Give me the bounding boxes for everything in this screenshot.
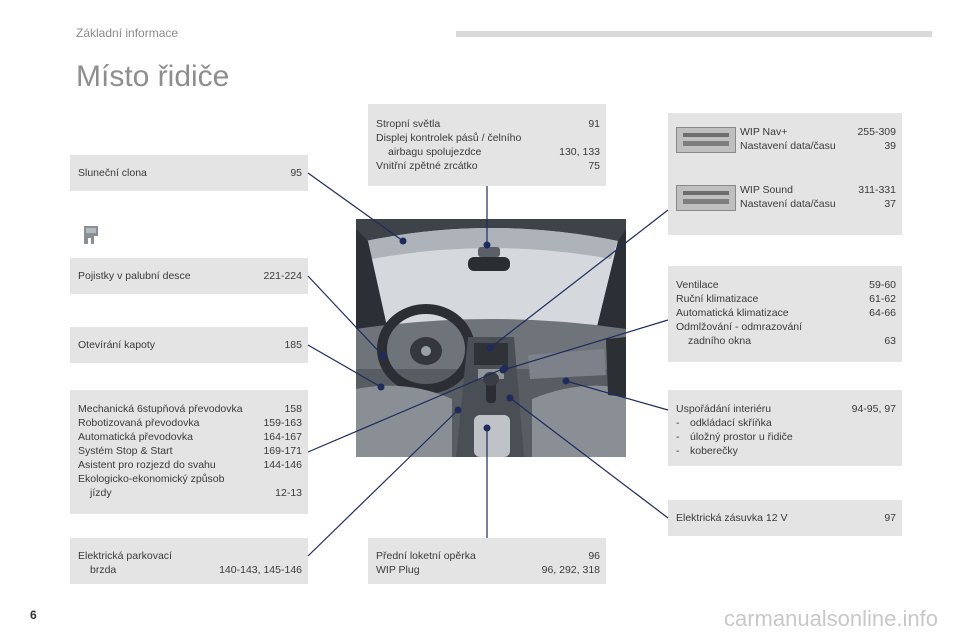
- fuses-label: Pojistky v palubní desce: [78, 270, 191, 282]
- page-number: 6: [30, 608, 37, 622]
- ceiling-label: Displej kontrolek pásů / čelního: [376, 132, 522, 144]
- gearbox-label: Automatická převodovka: [78, 431, 193, 443]
- gearbox-page: 144-146: [263, 459, 302, 471]
- sound-page: 37: [884, 198, 896, 210]
- fuses-page: 221-224: [263, 270, 302, 282]
- ceiling-label: airbagu spolujezdce: [388, 146, 482, 158]
- bonnet-label: Otevírání kapoty: [78, 339, 156, 351]
- gearbox-label: Mechanická 6stupňová převodovka: [78, 403, 243, 415]
- gearbox-page: 12-13: [275, 487, 302, 499]
- sound-label: WIP Sound: [740, 184, 793, 196]
- ceiling-label: Vnitřní zpětné zrcátko: [376, 160, 478, 172]
- sun-visor-page: 95: [290, 167, 302, 179]
- ventilation-label: Odmlžování - odmrazování: [676, 321, 803, 333]
- armrest-box: Přední loketní opěrka 96 WIP Plug 96, 292,…: [368, 538, 606, 584]
- dashboard-photo: [356, 219, 626, 457]
- ventilation-label: Ventilace: [676, 279, 719, 291]
- sound-page: 311-331: [858, 184, 896, 196]
- interior-label: Uspořádání interiéru: [676, 403, 772, 415]
- gearbox-label: Robotizovaná převodovka: [78, 417, 200, 429]
- interior-item: odkládací skříňka: [690, 417, 772, 429]
- gearbox-label: Asistent pro rozjezd do svahu: [78, 459, 216, 471]
- bonnet-box: Otevírání kapoty 185: [70, 327, 308, 363]
- nav-page: 255-309: [857, 126, 896, 138]
- gearbox-label: jízdy: [90, 487, 112, 499]
- plug-label: WIP Plug: [376, 564, 420, 576]
- parking-brake-label: Elektrická parkovací: [78, 550, 172, 562]
- socket-page: 97: [884, 512, 896, 524]
- bullet-dash: -: [676, 445, 680, 457]
- radio-sound-icon: [676, 185, 736, 211]
- socket-box: Elektrická zásuvka 12 V 97: [668, 500, 902, 536]
- nav-box: WIP Nav+ 255-309 Nastavení data/času 39 WI…: [668, 113, 902, 235]
- nav-page: 39: [884, 140, 896, 152]
- ceiling-label: Stropní světla: [376, 118, 441, 130]
- bonnet-page: 185: [284, 339, 302, 351]
- ventilation-page: 61-62: [869, 293, 896, 305]
- ceiling-page: 91: [588, 118, 600, 130]
- parking-brake-label2: brzda: [90, 564, 117, 576]
- ventilation-box: Ventilace 59-60 Ruční klimatizace 61-62 Au…: [668, 266, 902, 362]
- gearbox-page: 159-163: [263, 417, 302, 429]
- sound-label: Nastavení data/času: [740, 198, 836, 210]
- interior-item: koberečky: [690, 445, 738, 457]
- ceiling-page: 130, 133: [559, 146, 600, 158]
- fuses-box: Pojistky v palubní desce 221-224: [70, 258, 308, 294]
- parking-brake-box: Elektrická parkovací brzda 140-143, 145-1…: [70, 538, 308, 584]
- socket-label: Elektrická zásuvka 12 V: [676, 512, 788, 524]
- ceiling-box: Stropní světla 91 Displej kontrolek pásů …: [368, 104, 606, 186]
- ventilation-label: Ruční klimatizace: [676, 293, 759, 305]
- nav-label: WIP Nav+: [740, 126, 788, 138]
- ventilation-label: zadního okna: [688, 335, 752, 347]
- fuse-icon: [84, 226, 98, 244]
- ventilation-page: 64-66: [869, 307, 896, 319]
- parking-brake-page: 140-143, 145-146: [219, 564, 302, 576]
- radio-nav-icon: [676, 127, 736, 153]
- gearbox-label: Systém Stop & Start: [78, 445, 173, 457]
- ventilation-page: 59-60: [869, 279, 896, 291]
- header-bar: [456, 31, 932, 37]
- nav-label: Nastavení data/času: [740, 140, 836, 152]
- plug-page: 96, 292, 318: [541, 564, 600, 576]
- bullet-dash: -: [676, 431, 680, 443]
- armrest-label: Přední loketní opěrka: [376, 550, 476, 562]
- section-title: Základní informace: [76, 26, 179, 40]
- page-title: Místo řidiče: [76, 60, 230, 93]
- gearbox-page: 164-167: [263, 431, 302, 443]
- gearbox-page: 158: [284, 403, 302, 415]
- interior-item: úložný prostor u řidiče: [690, 431, 793, 443]
- bullet-dash: -: [676, 417, 680, 429]
- sun-visor-box: Sluneční clona 95: [70, 155, 308, 191]
- ventilation-page: 63: [884, 335, 896, 347]
- gearbox-label: Ekologicko-ekonomický způsob: [78, 473, 225, 485]
- ventilation-label: Automatická klimatizace: [676, 307, 789, 319]
- sun-visor-label: Sluneční clona: [78, 167, 147, 179]
- footer-watermark: carmanualsonline.info: [723, 606, 938, 631]
- gearbox-page: 169-171: [263, 445, 302, 457]
- armrest-page: 96: [588, 550, 600, 562]
- ceiling-page: 75: [588, 160, 600, 172]
- gearbox-box: Mechanická 6stupňová převodovka 158 Robot…: [70, 390, 308, 514]
- interior-page: 94-95, 97: [851, 403, 896, 415]
